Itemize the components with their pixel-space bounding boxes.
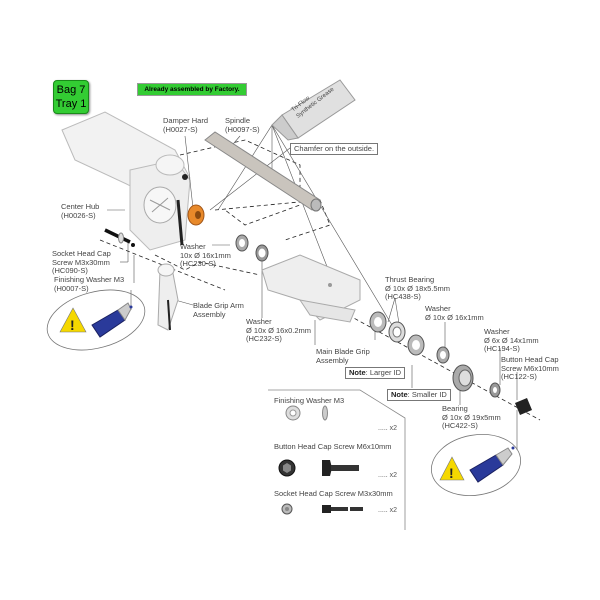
hardware-item-name: Socket Head Cap Screw M3x30mm [274, 489, 393, 498]
label-washer-10x16: Washer Ø 10x Ø 16x1mm [425, 304, 484, 322]
bag-label: Bag 7 [56, 84, 86, 96]
factory-assembled-note: Already assembled by Factory. [137, 83, 247, 96]
svg-text:!: ! [70, 317, 75, 333]
hardware-icons [278, 405, 363, 518]
hardware-item-name: Finishing Washer M3 [274, 396, 345, 405]
chamfer-callout: Chamfer on the outside. [290, 143, 379, 155]
label-socket-screw: Socket Head Cap Screw M3x30mm (HC090-S) [52, 249, 111, 275]
thrust-bearing-drawing [369, 311, 450, 364]
label-finishing-washer: Finishing Washer M3 (H0007-S) [54, 275, 125, 293]
note-smaller-id: Note: Smaller ID [387, 389, 451, 401]
label-damper: Damper Hard (H0027-S) [163, 116, 209, 134]
hardware-item-qty: ..... x2 [378, 425, 398, 432]
label-washer-194: Washer Ø 6x Ø 14x1mm (HC194-S) [484, 327, 539, 353]
note-larger-id: Note: Larger ID [345, 367, 406, 379]
label-thrust-bearing: Thrust Bearing Ø 10x Ø 18x5.5mm (HC438-S… [385, 275, 451, 301]
socket-screw-drawing [104, 228, 135, 247]
hardware-item-name: Button Head Cap Screw M6x10mm [274, 442, 392, 451]
threadlock-left: ! [46, 289, 146, 351]
label-main-blade-grip: Main Blade Grip Assembly [316, 347, 370, 365]
hardware-box-frame [268, 389, 406, 530]
label-button-screw: Button Head Cap Screw M6x10mm (HC122-S) [501, 355, 559, 381]
washers-left [235, 234, 269, 262]
bearing-stack-drawing [452, 364, 532, 415]
grease-tube-drawing [271, 79, 356, 141]
label-spindle: Spindle (H0097-S) [225, 116, 260, 134]
tray-label: Tray 1 [55, 98, 87, 110]
hardware-item-qty: ..... x2 [378, 472, 398, 479]
label-washer-232: Washer Ø 10x Ø 16x0.2mm (HC232-S) [246, 317, 312, 343]
leader-lines [107, 124, 518, 450]
label-bearing: Bearing Ø 10x Ø 19x5mm (HC422-S) [442, 404, 501, 430]
center-hub-drawing [61, 111, 191, 251]
assembly-lines [99, 139, 541, 421]
label-center-hub: Center Hub (H0026-S) [61, 202, 100, 220]
damper-drawing [187, 204, 205, 226]
hardware-item-qty: ..... x2 [378, 507, 398, 514]
spindle-drawing [204, 131, 322, 212]
main-blade-grip-drawing [261, 254, 361, 323]
threadlock-right: ! [430, 434, 522, 496]
bag-tray-badge: Bag 7 Tray 1 [53, 80, 89, 114]
label-washer-230: Washer 10x Ø 16x1mm (HC230-S) [180, 242, 231, 268]
svg-text:!: ! [449, 465, 454, 481]
blade-grip-arm-drawing [157, 263, 179, 331]
label-blade-grip-arm: Blade Grip Arm Assembly [193, 301, 244, 319]
